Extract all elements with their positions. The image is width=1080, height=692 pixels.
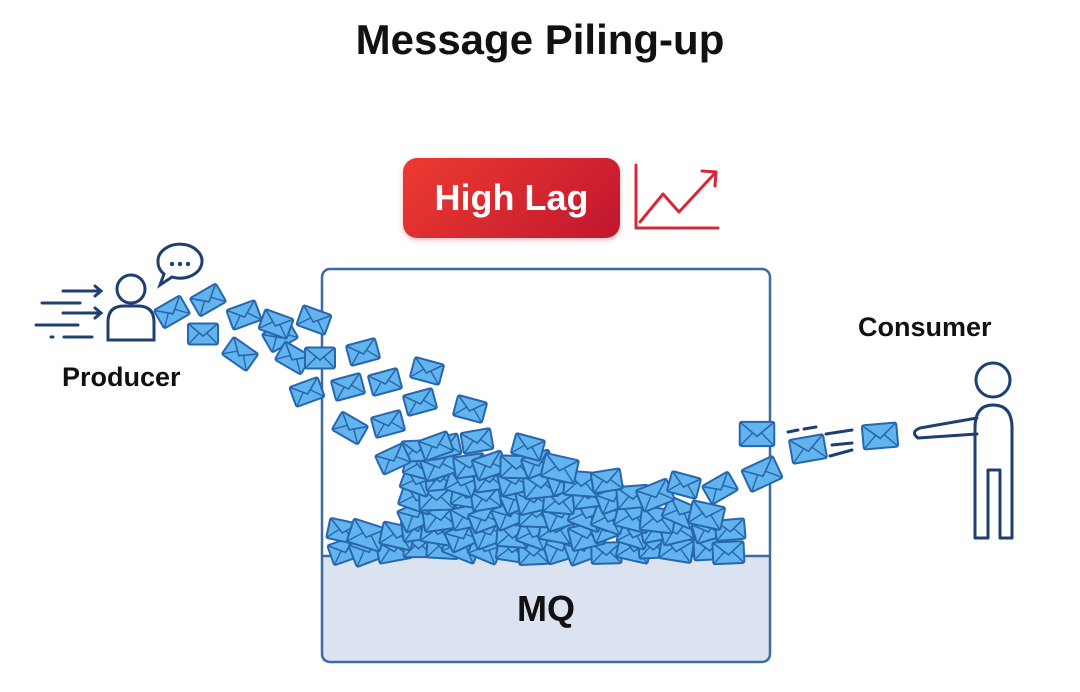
envelope-icon bbox=[187, 322, 219, 346]
envelope-icon bbox=[510, 432, 546, 462]
envelope-icon bbox=[738, 420, 776, 448]
envelope-icon bbox=[295, 304, 333, 336]
envelope-icon bbox=[635, 477, 676, 513]
consumer-icon bbox=[913, 361, 1014, 540]
envelope-icon bbox=[666, 470, 702, 500]
queue-label: MQ bbox=[517, 588, 575, 629]
envelope-icon bbox=[860, 421, 900, 451]
envelope-icon bbox=[374, 442, 412, 476]
envelope-icon bbox=[417, 430, 455, 462]
envelope-icon bbox=[589, 467, 624, 495]
envelope-icon bbox=[711, 540, 746, 566]
envelope-icon bbox=[402, 387, 438, 417]
producer-label: Producer bbox=[62, 362, 181, 392]
queue-base bbox=[322, 556, 770, 662]
envelope-icon bbox=[288, 376, 326, 408]
envelope-icon bbox=[225, 299, 263, 331]
envelope-icon bbox=[459, 427, 495, 455]
envelope-icon bbox=[740, 455, 784, 493]
high-lag-badge: High Lag bbox=[403, 158, 620, 238]
diagram-title: Message Piling-up bbox=[355, 16, 725, 63]
envelope-icon bbox=[370, 409, 406, 439]
envelope-icon bbox=[701, 471, 739, 505]
envelope-icon bbox=[304, 346, 336, 370]
envelope-icon bbox=[257, 308, 295, 340]
speech-bubble-icon bbox=[156, 242, 204, 289]
envelope-icon bbox=[345, 337, 381, 367]
envelope-icon bbox=[330, 372, 366, 402]
envelope-icon bbox=[331, 411, 369, 445]
envelope-icon bbox=[539, 452, 580, 485]
envelope-icon bbox=[409, 356, 445, 386]
trend-up-chart-icon bbox=[634, 163, 720, 230]
envelope-icon bbox=[153, 295, 191, 329]
envelope-icon bbox=[221, 336, 259, 372]
envelope-icon bbox=[452, 394, 488, 424]
consumer-label: Consumer bbox=[858, 312, 992, 342]
envelopes bbox=[153, 283, 900, 568]
envelope-icon bbox=[687, 499, 726, 531]
motion-lines bbox=[786, 425, 854, 458]
envelope-icon bbox=[714, 517, 747, 542]
envelope-icon bbox=[189, 283, 227, 317]
producer-icon bbox=[34, 242, 204, 342]
envelope-icon bbox=[788, 433, 828, 465]
envelope-icon bbox=[367, 367, 403, 397]
